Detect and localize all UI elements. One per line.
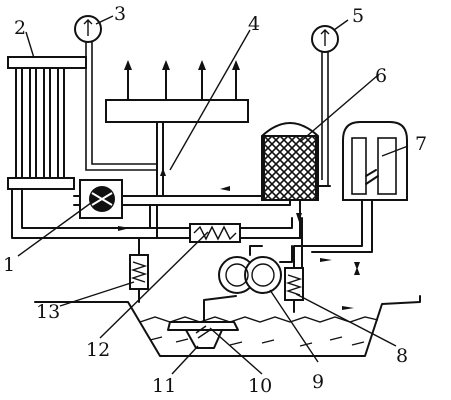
- oil-strainer: [167, 295, 239, 331]
- flow-arrows: [118, 168, 360, 310]
- label-3: 3: [114, 3, 126, 25]
- main-oil-gallery: [11, 188, 303, 239]
- label-11: 11: [152, 375, 176, 397]
- relief-valve-13: [129, 237, 149, 303]
- label-7: 7: [415, 133, 427, 155]
- label-10: 10: [248, 375, 272, 397]
- bypass-valve-8: [284, 267, 304, 313]
- pump-delivery-pipe: [279, 237, 303, 269]
- label-13: 13: [36, 301, 60, 323]
- engine-block-4: [105, 60, 249, 197]
- pressure-gauge-5: [311, 25, 339, 186]
- label-9: 9: [312, 371, 324, 393]
- centrifugal-filter-7: [293, 121, 408, 269]
- label-6: 6: [375, 65, 387, 87]
- leader-lines: [17, 15, 409, 375]
- label-5: 5: [352, 5, 364, 27]
- label-12: 12: [86, 339, 110, 361]
- oil-pump: [218, 245, 282, 294]
- label-4: 4: [248, 13, 260, 35]
- float-pickup: [185, 325, 223, 349]
- oil-cooler-2: [7, 56, 87, 190]
- label-2: 2: [14, 17, 26, 39]
- oil-filter-6: [261, 122, 331, 239]
- label-1: 1: [3, 254, 15, 276]
- control-valve-1: [79, 179, 123, 219]
- number-labels: 1 2 3 4 5 6 7 8 9 10 11 12 13: [3, 3, 427, 397]
- label-8: 8: [396, 345, 408, 367]
- filter-element-12: [189, 223, 241, 243]
- pressure-gauge-3: [74, 15, 157, 171]
